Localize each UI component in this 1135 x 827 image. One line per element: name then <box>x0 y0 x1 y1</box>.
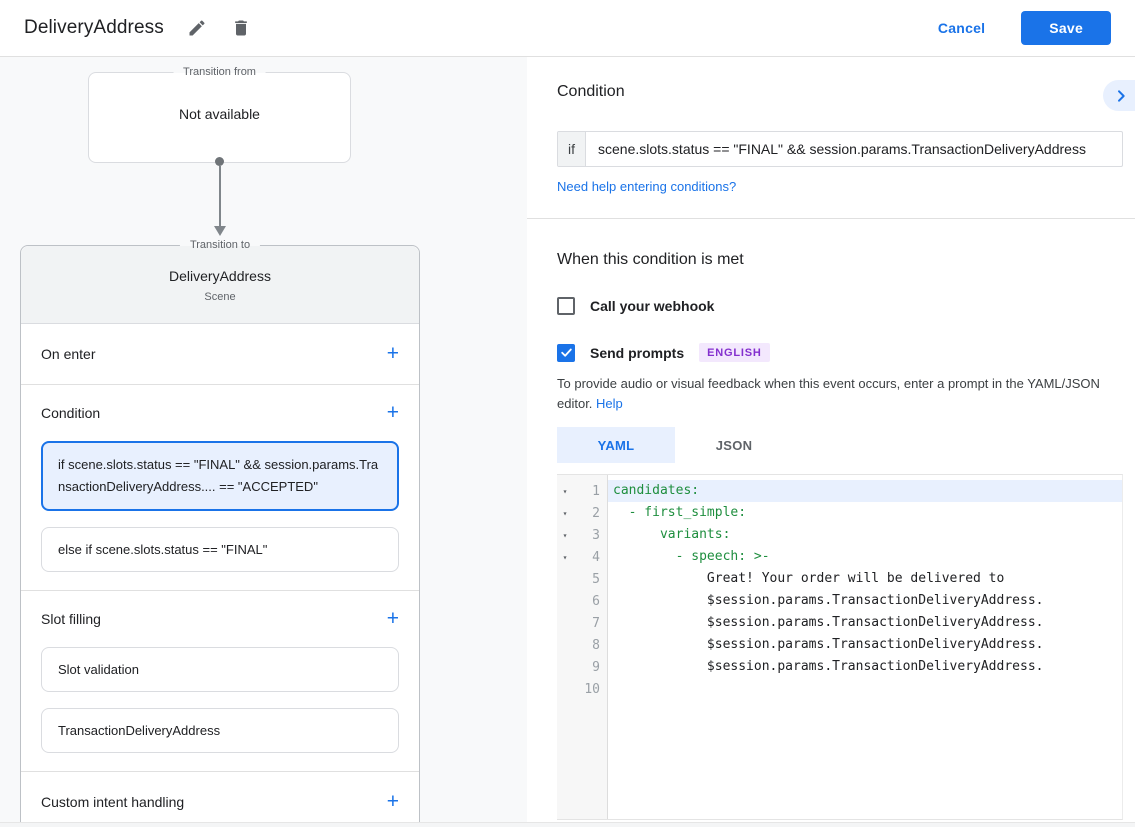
condition-panel-title: Condition <box>557 83 625 100</box>
prompt-description: To provide audio or visual feedback when… <box>557 374 1109 414</box>
slot-card[interactable]: TransactionDeliveryAddress <box>41 708 399 753</box>
editor-tabs: YAML JSON <box>557 427 1135 463</box>
line-number: 9 <box>592 659 600 675</box>
webhook-label: Call your webhook <box>590 298 715 314</box>
send-prompts-label: Send prompts <box>590 344 685 361</box>
condition-card[interactable]: else if scene.slots.status == "FINAL" <box>41 527 399 572</box>
editor-gutter: ▾ 1 ▾ 2 ▾ 3 ▾ 4 5 6 7 8 9 10 <box>557 475 608 819</box>
fold-icon[interactable]: ▾ <box>562 486 568 496</box>
tab-json[interactable]: JSON <box>715 437 753 453</box>
transition-from-value: Not available <box>179 105 260 122</box>
code-line <box>608 678 1122 700</box>
editor-code-area[interactable]: candidates: - first_simple: variants: - … <box>608 475 1122 819</box>
transition-from-box: Transition from Not available <box>88 65 351 163</box>
check-icon <box>560 348 572 357</box>
code-line: - speech: >- <box>613 549 770 564</box>
add-on-enter-button[interactable]: + <box>386 342 399 365</box>
line-number: 6 <box>592 593 600 609</box>
scene-type: Scene <box>204 291 236 303</box>
section-slot-filling: Slot filling + Slot validation Transacti… <box>21 591 419 772</box>
code-line: - first_simple: <box>613 505 747 520</box>
code-line: variants: <box>613 527 731 542</box>
flow-arrow-icon <box>213 157 226 236</box>
bottom-scroll-strip <box>0 822 1135 827</box>
webhook-checkbox[interactable] <box>557 297 575 315</box>
transition-to-label: Transition to <box>179 238 261 253</box>
if-label: if <box>558 132 586 166</box>
condition-expression-input[interactable]: scene.slots.status == "FINAL" && session… <box>598 141 1086 157</box>
line-number: 5 <box>592 571 600 587</box>
collapse-panel-button[interactable] <box>1103 80 1135 111</box>
code-line: $session.params.TransactionDeliveryAddre… <box>613 659 1044 674</box>
fold-icon[interactable]: ▾ <box>562 530 568 540</box>
line-number: 8 <box>592 637 600 653</box>
add-condition-button[interactable]: + <box>386 401 399 424</box>
divider <box>527 218 1135 219</box>
slot-filling-label: Slot filling <box>41 611 101 627</box>
page-title: DeliveryAddress <box>24 17 164 38</box>
prompt-help-link[interactable]: Help <box>596 396 623 411</box>
when-condition-title: When this condition is met <box>557 251 744 268</box>
scene-header: DeliveryAddress Scene <box>21 246 419 324</box>
section-custom-intent: Custom intent handling + <box>21 772 419 827</box>
tab-yaml[interactable]: YAML <box>557 427 675 463</box>
line-number: 3 <box>592 527 600 543</box>
condition-label: Condition <box>41 405 101 421</box>
condition-help-link[interactable]: Need help entering conditions? <box>557 179 737 194</box>
chevron-right-icon <box>1118 89 1125 102</box>
fold-icon[interactable]: ▾ <box>562 552 568 562</box>
save-button[interactable]: Save <box>1021 11 1111 45</box>
code-line: $session.params.TransactionDeliveryAddre… <box>613 615 1044 630</box>
line-number: 7 <box>592 615 600 631</box>
scene-name: DeliveryAddress <box>169 268 271 284</box>
yaml-code-editor[interactable]: ▾ 1 ▾ 2 ▾ 3 ▾ 4 5 6 7 8 9 10 candidates: - f… <box>557 474 1123 820</box>
top-bar: DeliveryAddress Cancel Save <box>0 0 1135 57</box>
send-prompts-checkbox[interactable] <box>557 343 575 362</box>
line-number: 10 <box>584 681 600 697</box>
on-enter-label: On enter <box>41 346 96 362</box>
add-slot-button[interactable]: + <box>386 607 399 630</box>
code-line: $session.params.TransactionDeliveryAddre… <box>613 593 1044 608</box>
cancel-button[interactable]: Cancel <box>937 20 986 36</box>
condition-detail-panel: Condition if scene.slots.status == "FINA… <box>527 57 1135 827</box>
edit-icon[interactable] <box>186 17 208 39</box>
line-number: 4 <box>592 549 600 565</box>
slot-validation-card[interactable]: Slot validation <box>41 647 399 692</box>
section-condition: Condition + if scene.slots.status == "FI… <box>21 385 419 591</box>
delete-icon[interactable] <box>230 17 252 39</box>
line-number: 1 <box>592 483 600 499</box>
fold-icon[interactable]: ▾ <box>562 508 568 518</box>
code-line: candidates: <box>608 480 1122 502</box>
code-line: Great! Your order will be delivered to <box>613 571 1005 586</box>
add-custom-intent-button[interactable]: + <box>386 790 399 813</box>
custom-intent-label: Custom intent handling <box>41 794 185 810</box>
scene-flow-panel: Transition from Not available Transition… <box>0 57 527 827</box>
condition-card-selected[interactable]: if scene.slots.status == "FINAL" && sess… <box>41 441 399 511</box>
prompt-description-text: To provide audio or visual feedback when… <box>557 376 1100 411</box>
code-line: $session.params.TransactionDeliveryAddre… <box>613 637 1044 652</box>
transition-from-label: Transition from <box>173 65 266 80</box>
transition-to-card: Transition to DeliveryAddress Scene On e… <box>20 238 420 827</box>
section-on-enter: On enter + <box>21 324 419 385</box>
language-badge: ENGLISH <box>699 343 770 362</box>
condition-expression-row: if scene.slots.status == "FINAL" && sess… <box>557 131 1123 167</box>
line-number: 2 <box>592 505 600 521</box>
